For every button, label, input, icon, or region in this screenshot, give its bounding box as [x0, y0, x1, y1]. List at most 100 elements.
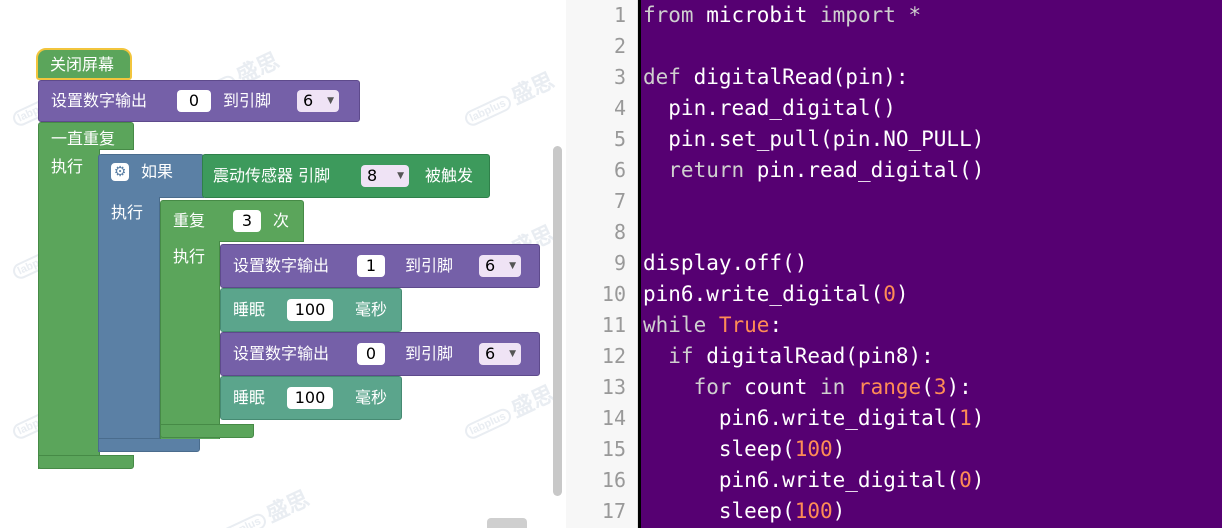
line-number: 1 — [613, 3, 626, 27]
block-label: 毫秒 — [355, 388, 388, 407]
line-number: 2 — [613, 34, 626, 58]
line-number: 14 — [601, 406, 626, 430]
chevron-down-icon: ▼ — [509, 349, 516, 359]
value-input[interactable]: 0 — [357, 343, 385, 365]
code-token: ) — [971, 468, 985, 492]
code-line[interactable]: sleep(100) — [643, 496, 845, 527]
blockly-workspace[interactable]: labplus盛思 labplus盛思 labplus盛思 labplus盛思 … — [0, 0, 566, 528]
forever-block-foot — [38, 455, 134, 469]
do-label: 执行 — [51, 157, 84, 176]
line-number: 16 — [601, 468, 626, 492]
code-token: ) — [832, 499, 846, 523]
block-label: 到引脚 — [405, 256, 454, 275]
repeat-block[interactable]: 重复 3 次 — [160, 200, 304, 242]
sleep-ms-input[interactable]: 100 — [287, 387, 333, 409]
code-line[interactable]: for count in range(3): — [643, 372, 972, 403]
line-number: 3 — [613, 65, 626, 89]
code-line[interactable]: pin.read_digital() — [643, 93, 896, 124]
block-label: 睡眠 — [233, 388, 266, 407]
close-display-block[interactable]: 关闭屏幕 — [36, 48, 132, 80]
block-label: 设置数字输出 — [51, 91, 148, 110]
code-line[interactable]: display.off() — [643, 248, 807, 279]
code-token: import — [820, 3, 896, 27]
pin-dropdown[interactable]: 8▼ — [361, 165, 409, 187]
forever-block[interactable]: 一直重复 — [38, 122, 134, 150]
watermark: labplus盛思 — [458, 63, 559, 133]
pin-dropdown[interactable]: 6▼ — [297, 90, 339, 112]
block-label: 次 — [273, 211, 290, 230]
block-label: 被触发 — [425, 166, 474, 185]
line-number: 11 — [601, 313, 626, 337]
repeat-count-input[interactable]: 3 — [233, 210, 261, 232]
code-line[interactable]: return pin.read_digital() — [643, 155, 984, 186]
do-label: 执行 — [111, 203, 144, 222]
code-line[interactable]: pin6.write_digital(0) — [643, 465, 985, 496]
gutter-divider — [638, 0, 641, 528]
code-line[interactable]: sleep(100) — [643, 434, 845, 465]
block-label: 重复 — [173, 211, 206, 230]
chevron-down-icon: ▼ — [327, 96, 334, 106]
line-number: 8 — [613, 220, 626, 244]
set-digital-output-block[interactable]: 设置数字输出 0 到引脚 6▼ — [38, 80, 360, 122]
code-line[interactable]: def digitalRead(pin): — [643, 62, 909, 93]
repeat-block-body: 执行 — [160, 241, 220, 439]
sleep-ms-input[interactable]: 100 — [287, 299, 333, 321]
code-token: sleep( — [643, 499, 795, 523]
code-token: 0 — [959, 468, 972, 492]
vibration-sensor-block[interactable]: 震动传感器 引脚 8▼ 被触发 — [202, 154, 490, 198]
if-block[interactable]: ⚙ 如果 — [98, 154, 204, 198]
code-token — [845, 375, 858, 399]
code-token: count — [731, 375, 821, 399]
code-line[interactable]: if digitalRead(pin8): — [643, 341, 934, 372]
code-token — [706, 313, 719, 337]
set-digital-output-block[interactable]: 设置数字输出 0 到引脚 6▼ — [220, 332, 540, 376]
line-number: 4 — [613, 96, 626, 120]
pin-dropdown[interactable]: 6▼ — [479, 343, 521, 365]
block-label: 震动传感器 引脚 — [213, 166, 331, 185]
code-line[interactable]: pin6.write_digital(0) — [643, 279, 909, 310]
sleep-block[interactable]: 睡眠 100 毫秒 — [220, 376, 402, 420]
code-token: def — [643, 65, 681, 89]
block-label: 到引脚 — [405, 344, 454, 363]
code-token: pin.read_digital() — [744, 158, 985, 182]
chevron-down-icon: ▼ — [509, 261, 516, 271]
code-token: return — [643, 158, 745, 182]
block-label: 到引脚 — [223, 91, 272, 110]
code-token: 100 — [794, 499, 833, 523]
code-token: ) — [971, 406, 985, 430]
watermark: labplus盛思 — [213, 481, 314, 528]
code-token: 0 — [883, 282, 896, 306]
if-block-body: 执行 — [98, 197, 160, 452]
code-token: while — [643, 313, 707, 337]
code-token: pin.set_pull(pin.NO_PULL) — [643, 127, 985, 151]
pin-dropdown[interactable]: 6▼ — [479, 255, 521, 277]
set-digital-output-block[interactable]: 设置数字输出 1 到引脚 6▼ — [220, 244, 540, 288]
block-label: 设置数字输出 — [233, 256, 330, 275]
code-token: pin.read_digital() — [643, 96, 896, 120]
code-token: 3 — [933, 375, 947, 399]
value-input[interactable]: 1 — [357, 255, 385, 277]
code-token: display.off() — [643, 251, 808, 275]
line-number: 12 — [601, 344, 626, 368]
code-line[interactable]: pin6.write_digital(1) — [643, 403, 985, 434]
trash-can-icon[interactable] — [487, 518, 527, 528]
code-token: from — [643, 3, 694, 27]
code-token: ( — [921, 375, 934, 399]
code-token: sleep( — [643, 437, 795, 461]
code-token: ) — [832, 437, 846, 461]
line-number: 7 — [613, 189, 626, 213]
code-line[interactable]: from microbit import * — [643, 0, 921, 31]
gear-icon[interactable]: ⚙ — [111, 163, 129, 181]
block-label: 睡眠 — [233, 300, 266, 319]
code-token: microbit — [693, 3, 821, 27]
value-input[interactable]: 0 — [177, 90, 211, 112]
line-number: 9 — [613, 251, 626, 275]
sleep-block[interactable]: 睡眠 100 毫秒 — [220, 288, 402, 332]
line-number: 5 — [613, 127, 626, 151]
code-line[interactable]: pin.set_pull(pin.NO_PULL) — [643, 124, 984, 155]
code-token: * — [895, 3, 922, 27]
workspace-vertical-scrollbar[interactable] — [553, 146, 562, 496]
code-line[interactable]: while True: — [643, 310, 782, 341]
